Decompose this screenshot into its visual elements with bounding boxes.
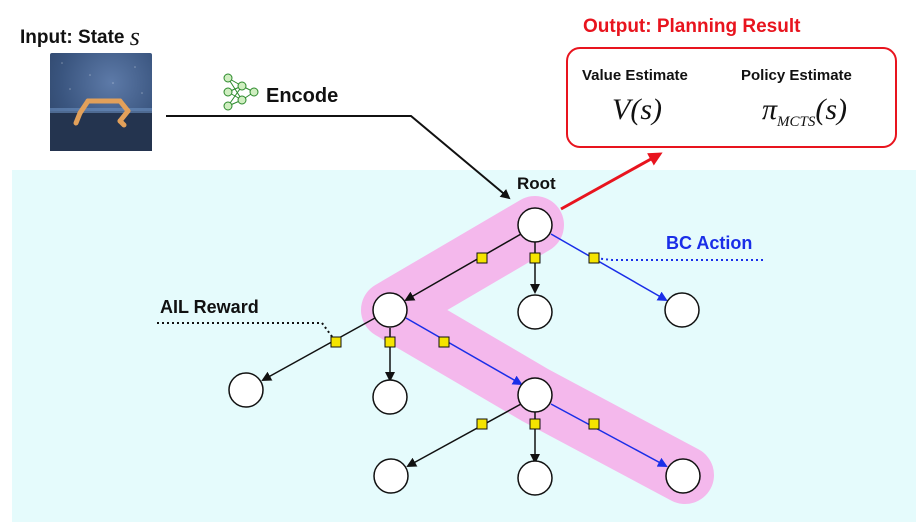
tree-node: [228, 372, 264, 408]
output-title: Output: Planning Result: [583, 16, 801, 37]
edge-n1-n6: [405, 317, 523, 385]
walker-robot-icon: [50, 62, 152, 151]
reward-marker: [330, 336, 342, 348]
edge-n6-n7: [406, 403, 522, 467]
policy-subscript: MCTS: [777, 114, 816, 130]
tree-node: [372, 379, 408, 415]
reward-marker: [588, 418, 600, 430]
root-label: Root: [517, 174, 556, 193]
reward-marker: [529, 252, 541, 264]
edge-n6-n9: [550, 403, 668, 467]
ail-reward-label: AIL Reward: [160, 297, 259, 317]
reward-marker: [529, 418, 541, 430]
input-state-label: Input: State s: [20, 20, 140, 51]
tree-node: [372, 292, 408, 328]
edge-root-n1: [404, 233, 522, 301]
tree-node: [373, 458, 409, 494]
encode-arrow: [166, 115, 511, 200]
reward-marker: [476, 418, 488, 430]
neural-network-icon: [223, 73, 259, 111]
output-arrow: [560, 152, 663, 211]
ail-leader-line: [157, 322, 337, 343]
encode-label: Encode: [266, 85, 339, 107]
tree-node: [517, 460, 553, 496]
policy-pi: π: [762, 93, 778, 126]
policy-argument: (s): [815, 93, 848, 126]
tree-node: [517, 377, 553, 413]
tree-node: [664, 292, 700, 328]
tree-node: [517, 294, 553, 330]
policy-estimate-math: πMCTS(s): [762, 93, 847, 131]
value-estimate-math: V(s): [612, 93, 662, 126]
reward-marker: [438, 336, 450, 348]
policy-estimate-heading: Policy Estimate: [741, 67, 852, 84]
value-estimate-heading: Value Estimate: [582, 67, 688, 84]
reward-marker: [476, 252, 488, 264]
edge-n1-n4: [261, 317, 376, 381]
state-image: [50, 53, 152, 151]
tree-node: [665, 458, 701, 494]
input-label-text: Input: State: [20, 27, 125, 48]
output-box: Value Estimate V(s) Policy Estimate πMCT…: [566, 47, 897, 148]
reward-marker: [588, 252, 600, 264]
reward-marker: [384, 336, 396, 348]
edge-root-n3: [550, 233, 668, 301]
root-node: [517, 207, 553, 243]
state-symbol: s: [129, 22, 140, 51]
bc-action-label: BC Action: [666, 233, 753, 253]
bc-leader-line: [593, 257, 763, 261]
